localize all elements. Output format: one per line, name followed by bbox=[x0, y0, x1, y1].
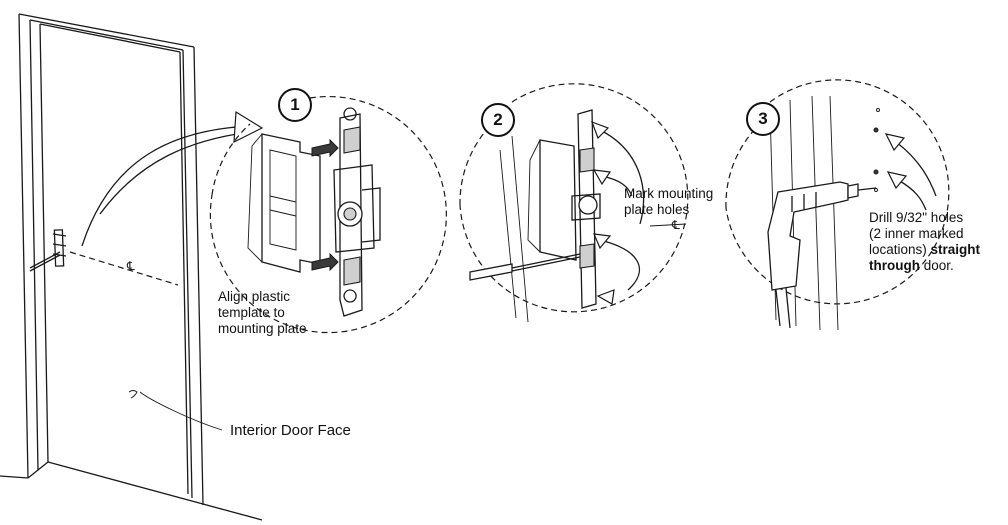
step-3-caption-line-1: Drill 9/32" holes bbox=[869, 210, 964, 225]
detail-circle-2 bbox=[459, 83, 689, 323]
callout-arrow-1 bbox=[81, 110, 264, 247]
door-centerline-symbol: ℄ bbox=[127, 259, 135, 273]
step-3-badge: 3 bbox=[746, 102, 780, 136]
step-2-centerline-symbol: ℄ bbox=[672, 218, 680, 232]
step-3-caption-line-4: through door. bbox=[869, 258, 954, 274]
step-3-caption-line-2: (2 inner marked bbox=[869, 226, 964, 241]
step-1-caption-line-2: template to bbox=[218, 305, 285, 320]
step-1-caption-line-1: Align plastic bbox=[218, 289, 291, 304]
step-3-caption-straight: straight bbox=[930, 242, 981, 257]
door-frame bbox=[0, 13, 263, 521]
step-3-caption-locations: locations) bbox=[869, 242, 931, 257]
door-centerline bbox=[69, 251, 179, 286]
step-1-caption-line-3: mounting plate bbox=[218, 321, 307, 336]
step-2-badge: 2 bbox=[481, 103, 515, 137]
detail-circle-1 bbox=[209, 95, 447, 334]
step-3-caption-through: through bbox=[869, 258, 920, 273]
step-3-caption-line-3: locations) straight bbox=[869, 242, 980, 258]
door-mounting-plate bbox=[29, 229, 67, 272]
interior-door-face-label: Interior Door Face bbox=[230, 422, 351, 439]
step-3-caption-door: door. bbox=[919, 258, 954, 273]
step-2-caption-line-1: Mark mounting bbox=[624, 186, 714, 201]
step-1-badge: 1 bbox=[278, 88, 312, 122]
step-2-caption-line-2: plate holes bbox=[624, 202, 690, 217]
detail-circle-3 bbox=[725, 79, 950, 331]
door-face-leader bbox=[139, 391, 223, 431]
